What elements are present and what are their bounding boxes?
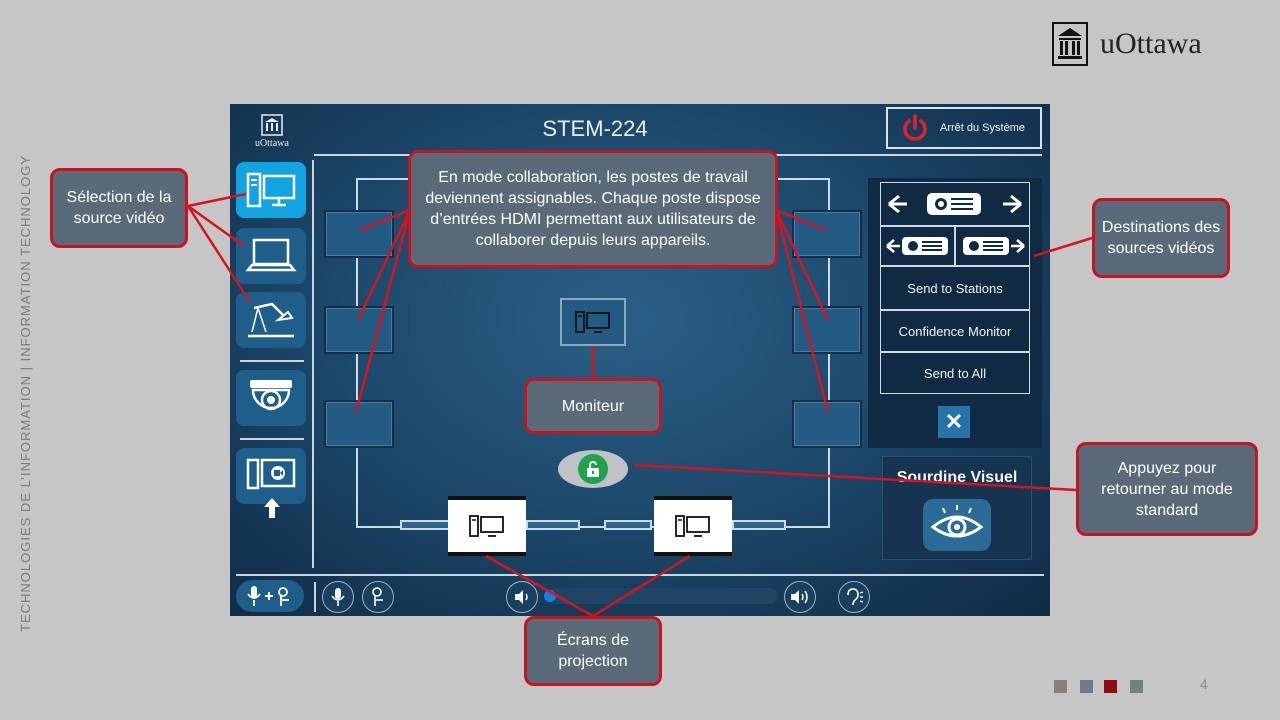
videoconference-icon [246,458,296,490]
uottawa-logo: uOttawa [1052,20,1232,68]
lapel-microphone-button[interactable] [362,581,394,613]
station-left-1[interactable] [324,210,394,258]
laptop-icon [245,238,297,272]
desktop-computer-icon [246,172,296,208]
projector-right-icon [962,237,1025,255]
callout-collaboration: En mode collaboration, les postes de tra… [408,150,778,268]
side-text: TECHNOLOGIES DE L’INFORMATION | INFORMAT… [18,154,33,632]
color-square-4 [1130,680,1143,693]
destinations-panel: Send to Stations Confidence Monitor Send… [868,178,1042,448]
source-divider [240,438,304,440]
station-left-2[interactable] [324,306,394,354]
hearing-assist-button[interactable] [838,581,870,613]
volume-slider-knob[interactable] [544,590,556,602]
desktop-computer-icon [675,515,710,537]
eye-icon [930,505,984,538]
projector-right-button[interactable] [955,226,1030,266]
source-divider [240,360,304,362]
room-title: STEM-224 [542,116,648,141]
footer-divider [236,574,1044,576]
confidence-monitor-display[interactable] [560,298,626,346]
system-off-button[interactable]: Arrêt du Système [886,107,1042,149]
color-square-2 [1080,680,1093,693]
color-square-3 [1104,680,1117,693]
screen-rail [526,520,580,530]
lapel-microphone-icon [372,587,383,606]
microphone-icon [331,588,345,606]
page-number: 4 [1200,676,1208,692]
screen-rail [604,520,652,530]
logo-text: uOttawa [1100,27,1202,60]
station-right-1[interactable] [792,210,862,258]
standard-mode-lock-button[interactable] [558,450,628,488]
volume-slider[interactable] [548,588,778,604]
confidence-monitor-button[interactable]: Confidence Monitor [880,310,1030,352]
volume-up-button[interactable] [784,581,816,613]
arrow-up-icon [264,498,280,518]
station-left-3[interactable] [324,400,394,448]
sidebar-divider [312,160,314,568]
screen-rail [400,520,450,530]
projector-both-button[interactable] [880,182,1030,226]
unlock-icon [587,461,599,477]
projection-screen-left[interactable] [448,496,526,556]
close-destinations-button[interactable]: ✕ [938,406,970,438]
university-building-icon [1052,22,1088,66]
desktop-computer-icon [469,515,504,537]
source-laptop-button[interactable] [236,228,306,284]
source-desktop-button[interactable] [236,162,306,218]
send-to-stations-button[interactable]: Send to Stations [880,266,1030,310]
visual-mute-panel: Sourdine Visuel [882,456,1032,560]
lock-indicator [578,454,608,484]
visual-mute-button[interactable] [923,499,991,551]
microphone-button[interactable] [322,581,354,613]
projector-left-button[interactable] [880,226,955,266]
screen-rail [732,520,786,530]
volume-down-icon [515,590,528,604]
ceiling-camera-icon [250,380,292,411]
send-to-all-button[interactable]: Send to All [880,352,1030,394]
source-document-camera-button[interactable] [236,292,306,348]
volume-up-icon [791,590,808,604]
document-camera-icon [248,302,294,338]
projector-left-icon [885,237,948,255]
callout-source-selection: Sélection de la source vidéo [50,168,188,248]
projection-screen-right[interactable] [654,496,732,556]
desktop-computer-icon [575,311,610,333]
callout-return-standard: Appuyez pour retourner au mode standard [1076,442,1258,536]
volume-down-button[interactable] [506,581,538,613]
microphones-combined-icon [247,586,289,606]
panel-logo-text: uOttawa [255,138,289,149]
station-right-3[interactable] [792,400,862,448]
source-ceiling-camera-button[interactable] [236,370,306,426]
power-icon [903,114,927,141]
callout-destinations: Destinations des sources vidéos [1092,198,1230,278]
hearing-icon [847,588,864,606]
footer-divider [314,582,316,612]
visual-mute-label: Sourdine Visuel [896,469,1018,486]
color-square-1 [1054,680,1067,693]
source-videoconference-button[interactable] [236,448,306,504]
callout-monitor: Moniteur [524,378,662,434]
system-off-label: Arrêt du Système [940,122,1025,134]
projector-both-icon [888,193,1022,215]
callout-projection-screens: Écrans de projection [524,616,662,686]
mic-and-handheld-button[interactable] [236,580,304,612]
panel-logo: uOttawa [246,114,298,149]
station-right-2[interactable] [792,306,862,354]
university-building-icon [261,114,283,136]
